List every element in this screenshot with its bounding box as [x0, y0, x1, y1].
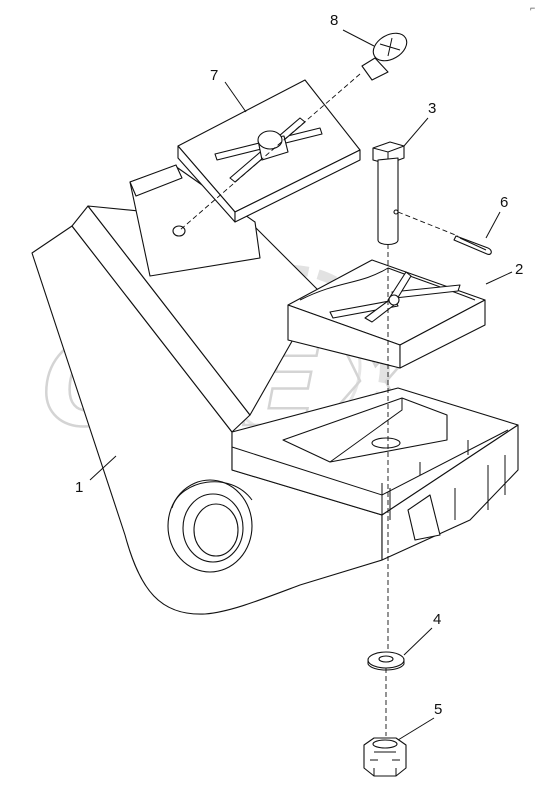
callout-3: 3 [428, 100, 436, 117]
callout-5: 5 [434, 701, 442, 718]
part-6-cotter-pin [453, 235, 492, 255]
callout-labels: 1 2 3 4 5 6 7 8 [75, 12, 523, 718]
part-5-castle-nut [363, 737, 407, 777]
callout-7: 7 [210, 67, 218, 84]
callout-1: 1 [75, 479, 83, 496]
callout-4: 4 [433, 611, 441, 628]
part-8-screw [361, 32, 408, 81]
part-3-bolt [372, 141, 405, 246]
callout-leaders [89, 29, 513, 741]
part-4-washer [367, 651, 405, 671]
corner-mark: ⌐ [530, 3, 535, 13]
assembly-axes [179, 73, 459, 736]
part-2-saddle-insert [287, 259, 486, 369]
callout-6: 6 [500, 194, 508, 211]
callout-2: 2 [515, 261, 523, 278]
callout-8: 8 [330, 12, 338, 29]
part-7-clamp-plate [129, 79, 361, 277]
